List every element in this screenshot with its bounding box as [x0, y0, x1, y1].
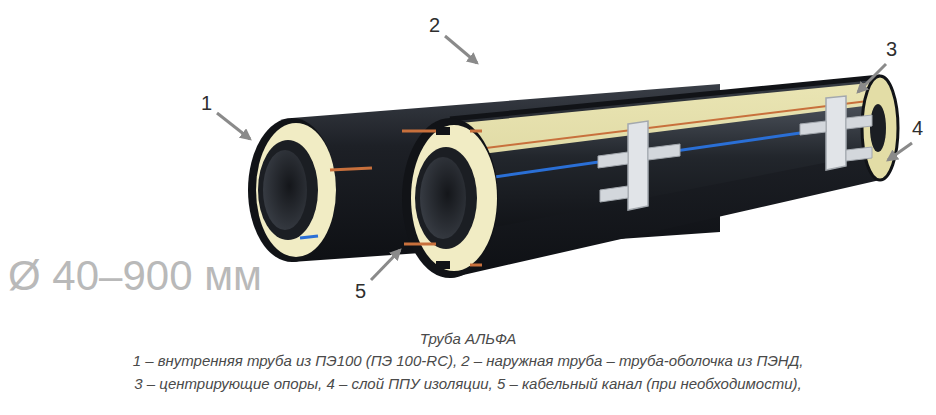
callout-number: 5 [355, 280, 366, 303]
centring-support [598, 96, 872, 210]
front-pipe-face [402, 118, 498, 278]
leader-arrows [217, 36, 912, 280]
figure-title: Труба АЛЬФА [168, 329, 768, 349]
callout-number: 3 [886, 38, 897, 61]
callout-number: 4 [912, 117, 923, 140]
callout-number: 1 [201, 92, 212, 115]
diameter-range: Ø 40–900 мм [8, 252, 262, 300]
front-pipe [450, 76, 898, 278]
callout-number: 2 [429, 14, 440, 37]
figure-caption: 1 – внутренняя труба из ПЭ100 (ПЭ 100-RC… [128, 349, 808, 395]
